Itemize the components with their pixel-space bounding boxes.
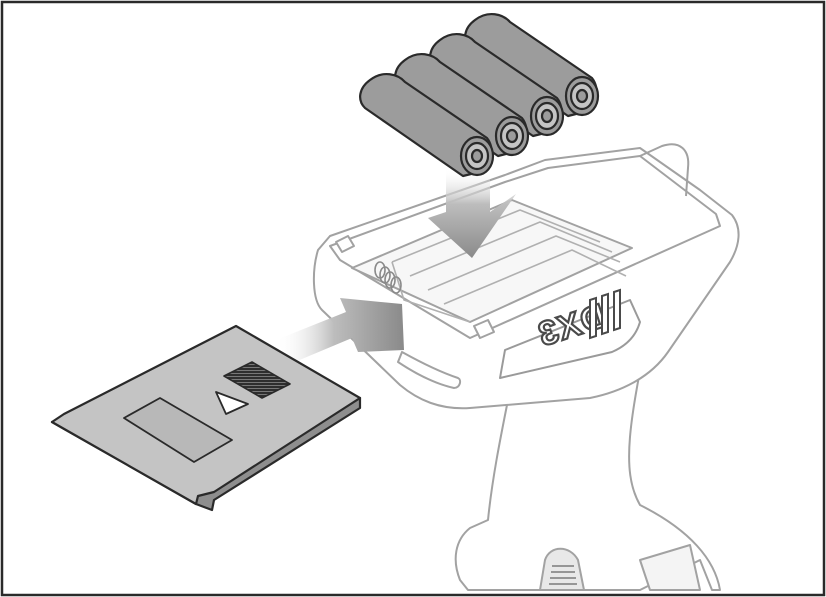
batteries (359, 13, 600, 178)
compartment-clip-right (473, 319, 495, 339)
insert-arrow-side (276, 298, 404, 364)
transmitter-trigger (539, 547, 585, 591)
transmitter-lower-right (639, 544, 701, 591)
insert-arrow-down (428, 168, 516, 258)
side-vent (397, 351, 462, 389)
brand-logo-bars (589, 288, 621, 340)
compartment-clip-left (335, 235, 355, 253)
transmitter-body (312, 143, 740, 591)
battery-springs (374, 261, 402, 294)
trigger-grip-ridges (549, 565, 577, 585)
rear-mount-lug (639, 143, 690, 197)
battery-cover (50, 324, 362, 512)
battery-cover-label-recess (123, 397, 233, 463)
battery-cover-grip (223, 361, 291, 399)
compartment-slots (391, 209, 627, 323)
battery (359, 73, 495, 178)
slide-direction-icon (215, 391, 249, 415)
transmitter-handle (454, 319, 721, 591)
battery-cover-panel (50, 324, 362, 506)
